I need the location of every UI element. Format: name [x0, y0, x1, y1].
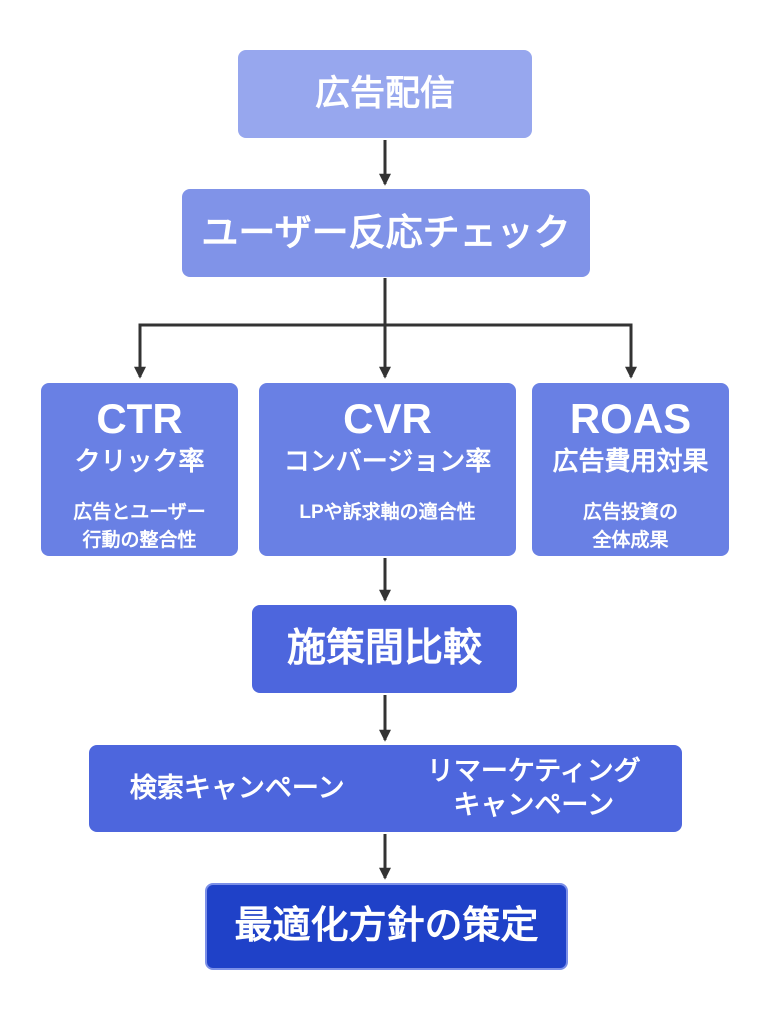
node-user-response-check-label: ユーザー反応チェック	[201, 211, 571, 253]
node-ad-delivery: 広告配信	[238, 50, 532, 138]
node-roas-subtitle: 広告費用対果	[552, 446, 709, 477]
node-optimization-label: 最適化方針の策定	[234, 904, 539, 947]
node-ctr-title: CTR	[96, 395, 183, 442]
node-ctr-subtitle: クリック率	[74, 446, 205, 477]
node-campaigns: 検索キャンペーン リマーケティング キャンペーン	[89, 745, 682, 832]
node-roas-description: 広告投資の 全体成果	[582, 501, 678, 552]
node-ad-delivery-label: 広告配信	[314, 74, 455, 114]
node-cvr: CVR コンバージョン率 LPや訴求軸の適合性	[259, 383, 516, 556]
node-comparison-label: 施策間比較	[286, 626, 482, 670]
campaign-search-label: 検索キャンペーン	[129, 772, 345, 803]
node-cvr-title: CVR	[343, 395, 432, 442]
node-roas: ROAS 広告費用対果 広告投資の 全体成果	[532, 383, 729, 556]
node-user-response-check: ユーザー反応チェック	[182, 189, 590, 277]
node-optimization: 最適化方針の策定	[205, 883, 568, 970]
node-cvr-subtitle: コンバージョン率	[283, 446, 492, 477]
node-ctr-description: 広告とユーザー 行動の整合性	[73, 501, 206, 552]
campaign-remarketing-label: リマーケティング キャンペーン	[426, 755, 641, 820]
node-cvr-description: LPや訴求軸の適合性	[299, 501, 476, 523]
node-comparison: 施策間比較	[252, 605, 517, 693]
node-ctr: CTR クリック率 広告とユーザー 行動の整合性	[41, 383, 238, 556]
node-roas-title: ROAS	[569, 395, 692, 442]
